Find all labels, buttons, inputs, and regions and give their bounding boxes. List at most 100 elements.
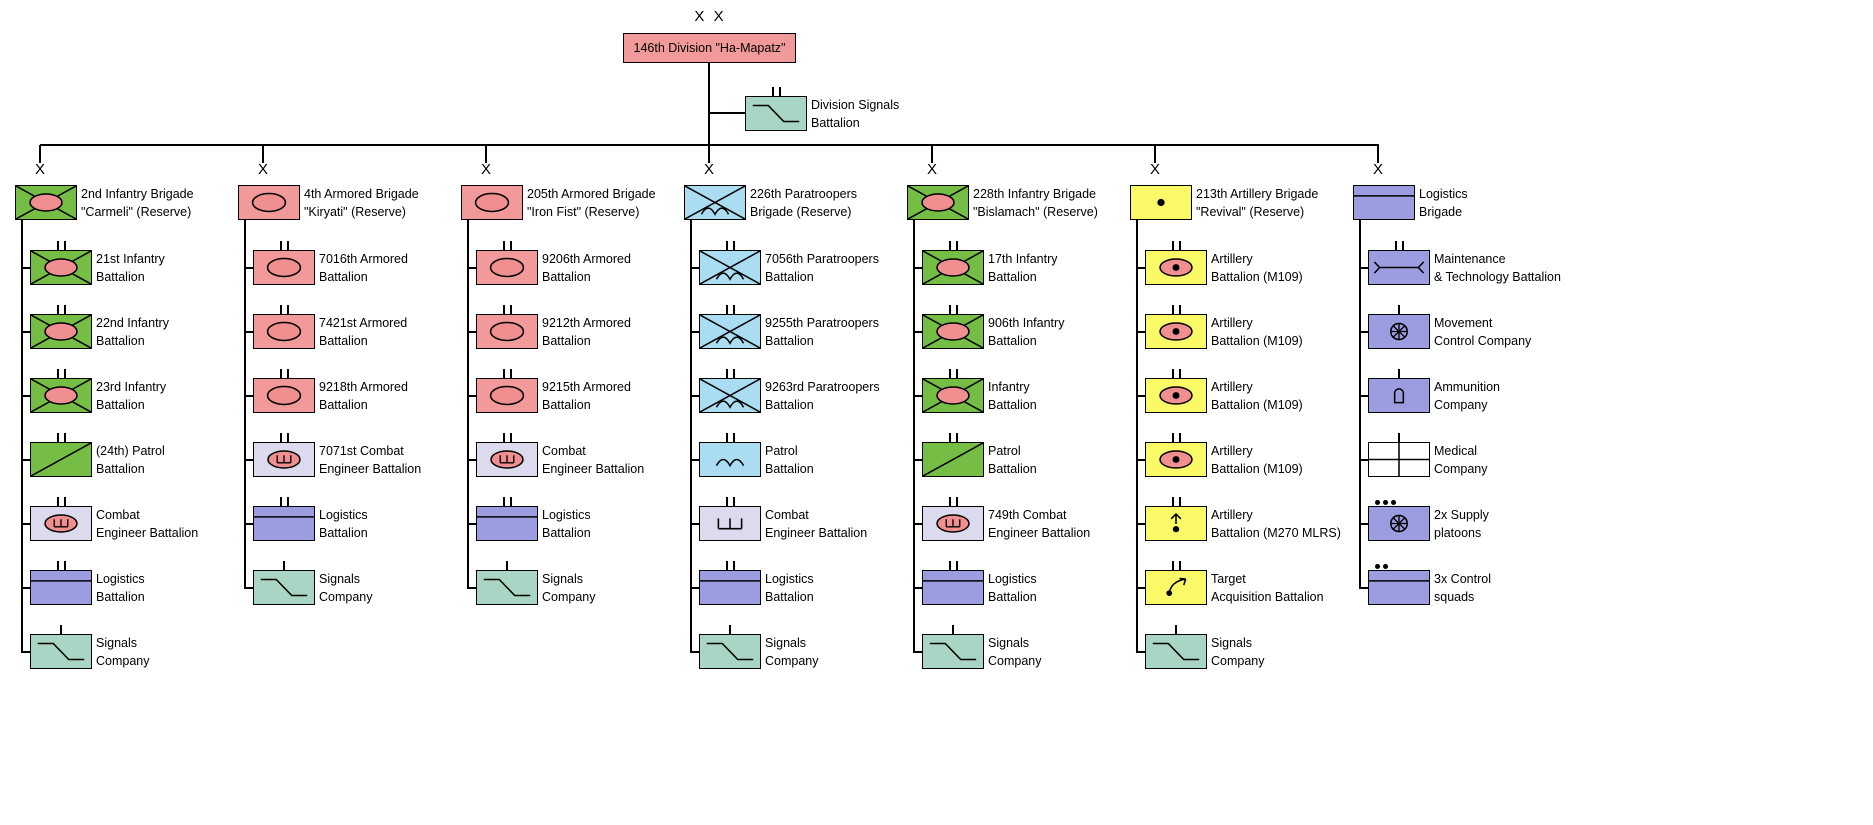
eng_mech-icon [936, 514, 970, 533]
battalion-tick [955, 497, 958, 506]
battalion-tick [948, 433, 951, 442]
battalion-tick [279, 497, 282, 506]
battalion-tick [1178, 561, 1181, 570]
inf_mech-icon [31, 251, 91, 284]
label-line-1: Target [1211, 572, 1246, 586]
label-line-2: Battalion [542, 270, 591, 284]
label-line-2: Battalion (M109) [1211, 398, 1303, 412]
unit-symbol-box [30, 378, 92, 413]
battalion-echelon-mark [699, 432, 761, 442]
echelon-x-mark: X [703, 161, 714, 178]
echelon-x-mark: X [257, 161, 268, 178]
signals-icon [752, 104, 800, 123]
arty_sp-icon [1159, 450, 1193, 469]
label-line-2: Battalion [96, 334, 145, 348]
unit-stub-line [22, 267, 30, 269]
unit-stub-line [914, 395, 922, 397]
label-line-2: Company [988, 654, 1042, 668]
label-line-1: Ammunition [1434, 380, 1500, 394]
para-icon [700, 315, 760, 348]
battalion-echelon-mark [253, 432, 315, 442]
battalion-tick [63, 561, 66, 570]
battalion-tick [502, 369, 505, 378]
brigade-symbol-box [907, 185, 969, 220]
battalion-tick [279, 369, 282, 378]
label-line-1: 7056th Paratroopers [765, 252, 879, 266]
unit-symbol-box [476, 442, 538, 477]
supply-icon [477, 516, 537, 518]
battalion-tick [955, 369, 958, 378]
unit-symbol-box [699, 570, 761, 605]
battalion-tick [725, 497, 728, 506]
unit-stub-line [914, 331, 922, 333]
battalion-tick [286, 497, 289, 506]
label-line-2: Company [542, 590, 596, 604]
brigade-drop-line [931, 145, 933, 163]
company-echelon-mark [1145, 624, 1207, 634]
label-line-2: "Bislamach" (Reserve) [973, 205, 1098, 219]
eng_mech-icon [44, 514, 78, 533]
label-line-1: Signals [542, 572, 583, 586]
company-tick [60, 625, 62, 634]
medical-icon [1369, 443, 1429, 476]
label-line-2: Control Company [1434, 334, 1532, 348]
label-line-2: Engineer Battalion [765, 526, 868, 540]
label-line-1: Logistics [765, 572, 814, 586]
label-line-2: Battalion [319, 398, 368, 412]
label-line-1: 7071st Combat [319, 444, 404, 458]
battalion-tick [56, 433, 59, 442]
para-icon [685, 186, 745, 219]
move-icon [1390, 514, 1408, 533]
unit-symbol-box [699, 634, 761, 669]
company-echelon-mark [699, 624, 761, 634]
battalion-echelon-mark [253, 304, 315, 314]
label-line-2: Battalion [765, 270, 814, 284]
battalion-tick [502, 241, 505, 250]
label-line-2: Acquisition Battalion [1211, 590, 1324, 604]
unit-stub-line [914, 587, 922, 589]
unit-stub-line [1360, 395, 1368, 397]
column-trunk-line [690, 220, 692, 653]
label-line-2: Battalion [988, 590, 1037, 604]
ammo-icon [1393, 388, 1405, 404]
battalion-tick [771, 87, 774, 96]
battalion-echelon-mark [1145, 560, 1207, 570]
label-line-1: Division Signals [811, 98, 900, 112]
column-trunk-line [21, 220, 23, 653]
unit-stub-line [1137, 459, 1145, 461]
label-line-2: "Carmeli" (Reserve) [81, 205, 192, 219]
armor-icon [266, 257, 302, 278]
echelon-x-mark: X [1149, 161, 1160, 178]
unit-stub-line [691, 267, 699, 269]
brigade-drop-line [262, 145, 264, 163]
battalion-tick [509, 241, 512, 250]
battalion-tick [1178, 305, 1181, 314]
company-tick [506, 561, 508, 570]
label-line-1: 9212th Armored [542, 316, 631, 330]
battalion-echelon-mark [476, 368, 538, 378]
para_patrol-icon [715, 458, 745, 468]
unit-symbol-box [30, 442, 92, 477]
battalion-tick [732, 305, 735, 314]
label-line-2: Battalion [319, 270, 368, 284]
label-line-2: Engineer Battalion [542, 462, 645, 476]
company-tick [952, 625, 954, 634]
battalion-echelon-mark [30, 560, 92, 570]
brigade-symbol-box [1130, 185, 1192, 220]
unit-stub-line [914, 267, 922, 269]
